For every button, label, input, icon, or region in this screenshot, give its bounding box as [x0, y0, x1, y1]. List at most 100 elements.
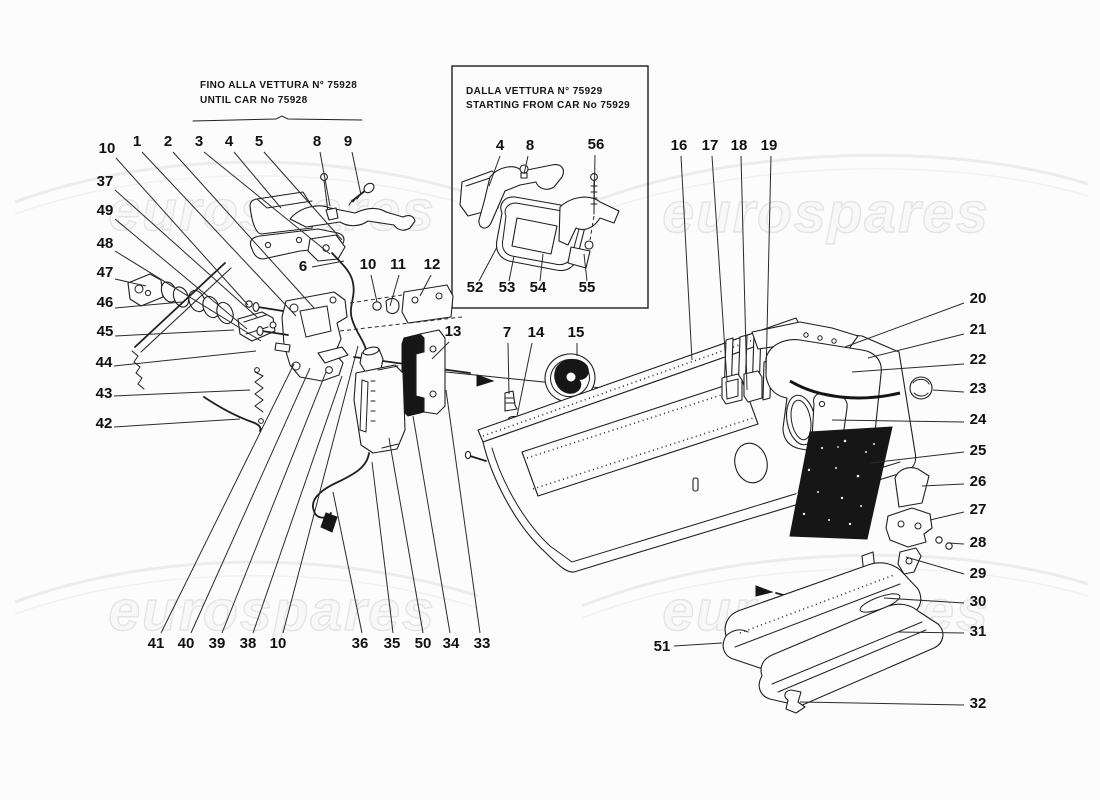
note-until-car: FINO ALLA VETTURA N° 75928 UNTIL CAR No …	[192, 80, 363, 122]
leader-line-22	[851, 363, 965, 373]
part-number-34: 34	[443, 635, 460, 652]
part-number-40: 40	[178, 635, 195, 652]
leader-line-52	[478, 246, 498, 282]
part-number-55: 55	[579, 279, 596, 296]
part-number-27: 27	[970, 501, 987, 518]
leader-line-14	[516, 342, 533, 417]
part-number-18: 18	[731, 137, 748, 154]
leader-line-37	[114, 189, 258, 318]
speaker	[544, 353, 596, 403]
leader-line-4	[233, 151, 282, 209]
leader-line-13	[431, 341, 450, 360]
leader-line-32	[799, 701, 965, 706]
leader-line-34	[412, 415, 451, 634]
part-number-15: 15	[568, 324, 585, 341]
door-lock-barrel-group	[127, 273, 277, 342]
leader-line-19	[765, 155, 772, 377]
note-until-line2: UNTIL CAR No 75928	[200, 95, 308, 106]
part-number-25: 25	[970, 442, 987, 459]
part-number-8: 8	[526, 137, 534, 154]
part-number-30: 30	[970, 593, 987, 610]
leader-line-24	[831, 419, 965, 423]
leader-line-53	[508, 255, 515, 282]
leader-line-39	[221, 371, 327, 634]
note-until-line1: FINO ALLA VETTURA N° 75928	[200, 80, 357, 91]
leader-line-44	[113, 350, 257, 367]
part-number-43: 43	[96, 385, 113, 402]
leader-line-41	[160, 363, 295, 634]
leader-line-10	[115, 157, 249, 306]
leader-line-56	[593, 154, 596, 213]
part-number-53: 53	[499, 279, 516, 296]
leader-line-36	[332, 491, 363, 634]
part-number-47: 47	[97, 264, 114, 281]
part-number-56: 56	[588, 136, 605, 153]
part-number-16: 16	[671, 137, 688, 154]
leader-line-8	[523, 155, 529, 175]
inset-box-border	[451, 65, 649, 309]
leader-line-47	[114, 278, 147, 287]
part-number-49: 49	[97, 202, 114, 219]
part-number-50: 50	[415, 635, 432, 652]
leader-line-26	[921, 483, 965, 487]
part-number-39: 39	[209, 635, 226, 652]
leader-line-50	[388, 437, 424, 634]
leader-line-17	[711, 155, 728, 382]
leader-line-48	[114, 250, 262, 342]
leader-line-2	[172, 151, 315, 309]
leader-line-54	[539, 253, 544, 282]
part-number-46: 46	[97, 294, 114, 311]
part-number-29: 29	[970, 565, 987, 582]
leader-line-28	[947, 542, 965, 545]
part-number-51: 51	[654, 638, 671, 655]
part-number-10: 10	[270, 635, 287, 652]
lock-actuator	[312, 346, 406, 533]
leader-line-4	[488, 155, 501, 187]
leader-line-35	[371, 461, 394, 634]
leader-line-46	[114, 301, 183, 309]
part-number-35: 35	[384, 635, 401, 652]
part-number-44: 44	[96, 354, 113, 371]
leader-line-40	[190, 367, 311, 634]
part-number-28: 28	[970, 534, 987, 551]
part-number-1: 1	[133, 133, 141, 150]
leader-line-30	[883, 597, 965, 604]
part-number-14: 14	[528, 324, 545, 341]
leader-line-31	[897, 631, 965, 634]
part-number-37: 37	[97, 173, 114, 190]
part-number-12: 12	[424, 256, 441, 273]
leader-line-12	[419, 274, 432, 297]
part-number-48: 48	[97, 235, 114, 252]
part-number-8: 8	[313, 133, 321, 150]
leader-line-51	[673, 642, 723, 647]
leader-line-18	[740, 155, 748, 391]
part-number-33: 33	[474, 635, 491, 652]
part-number-42: 42	[96, 415, 113, 432]
late-cars-inset-box: DALLA VETTURA N° 75929 STARTING FROM CAR…	[451, 65, 649, 309]
sill-panels	[722, 562, 944, 714]
note-underline	[192, 115, 363, 122]
part-number-19: 19	[761, 137, 778, 154]
part-number-24: 24	[970, 411, 987, 428]
part-number-31: 31	[970, 623, 987, 640]
part-number-2: 2	[164, 133, 172, 150]
part-number-20: 20	[970, 290, 987, 307]
leader-line-45	[114, 329, 235, 337]
part-number-41: 41	[148, 635, 165, 652]
part-number-26: 26	[970, 473, 987, 490]
part-number-52: 52	[467, 279, 484, 296]
note-from-line2: STARTING FROM CAR No 75929	[466, 100, 630, 111]
leader-line-21	[867, 333, 965, 359]
part-number-32: 32	[970, 695, 987, 712]
part-number-23: 23	[970, 380, 987, 397]
leader-line-29	[905, 556, 965, 575]
part-number-54: 54	[530, 279, 547, 296]
note-from-line1: DALLA VETTURA N° 75929	[466, 86, 603, 97]
leader-line-7	[507, 342, 510, 395]
leader-line-6	[311, 260, 345, 268]
part-number-17: 17	[702, 137, 719, 154]
outer-door-handle-drawing	[459, 164, 620, 272]
part-number-4: 4	[496, 137, 505, 154]
